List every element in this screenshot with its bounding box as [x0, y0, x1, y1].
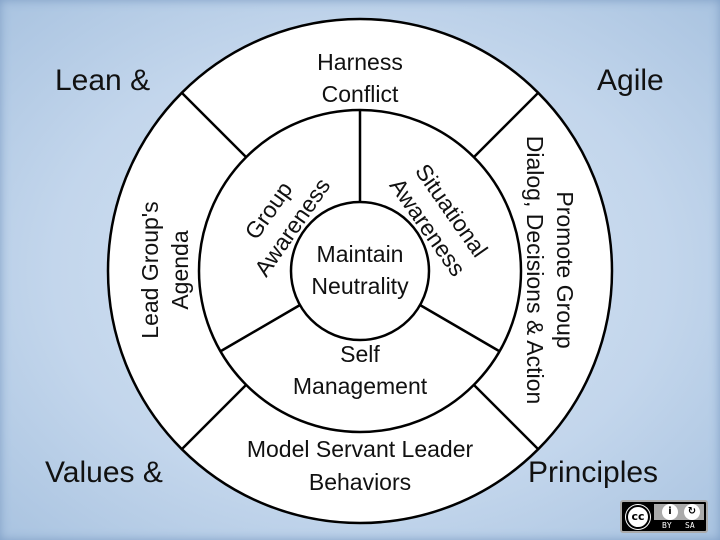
promote-dialog-line2: Dialog, Decisions & Action — [522, 136, 548, 404]
creative-commons-icon: cc — [626, 505, 650, 529]
corner-label-lean: Lean & — [55, 64, 150, 97]
attribution-icon: i — [662, 504, 678, 520]
harness-conflict-line1: Harness — [317, 49, 403, 75]
corner-label-agile: Agile — [597, 64, 664, 97]
harness-conflict-line2: Conflict — [322, 81, 399, 107]
sa-label: SA — [685, 521, 695, 530]
maintain-neutrality-line2: Neutrality — [311, 273, 409, 299]
lead-agenda-line1: Lead Group's — [137, 201, 163, 338]
cc-by-sa-license-badge: cc i ↻ BY SA — [620, 500, 708, 533]
maintain-neutrality-line1: Maintain — [317, 241, 404, 267]
by-label: BY — [662, 521, 672, 530]
promote-dialog-line1: Promote Group — [552, 191, 578, 348]
outer-dividers — [181, 92, 539, 450]
servant-leader-line1: Model Servant Leader — [247, 436, 474, 462]
middle-dividers — [220, 110, 500, 353]
corner-label-values: Values & — [45, 456, 163, 489]
corner-label-principles: Principles — [528, 456, 658, 489]
servant-leader-line2: Behaviors — [309, 469, 411, 495]
lead-agenda-line2: Agenda — [167, 230, 193, 310]
self-management-line1: Self — [340, 341, 380, 367]
share-alike-icon: ↻ — [684, 504, 700, 520]
center-circle — [289, 200, 431, 342]
self-management-line2: Management — [293, 373, 428, 399]
